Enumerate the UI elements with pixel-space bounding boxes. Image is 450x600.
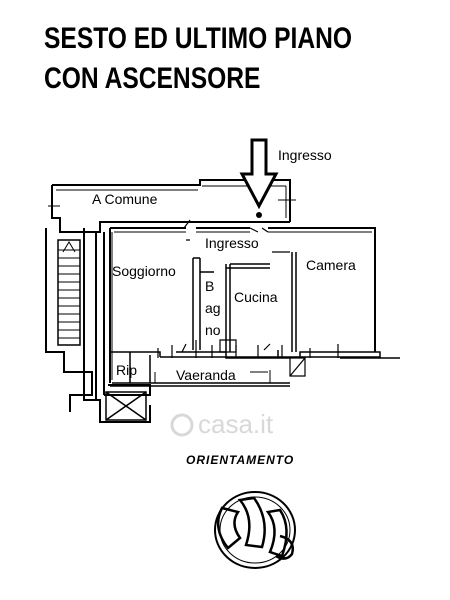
- bathroom-left-wall: [192, 257, 201, 350]
- label-bathroom-3: no: [205, 322, 221, 338]
- label-entrance-inner: Ingresso: [205, 235, 259, 251]
- title-line-1: SESTO ED ULTIMO PIANO: [44, 22, 352, 55]
- common-wall-top: [52, 179, 291, 222]
- elevator-top: [104, 384, 151, 396]
- stair-steps: [58, 241, 80, 339]
- common-wall-inner: [56, 185, 287, 218]
- apartment-outer-top-inner: [111, 231, 372, 380]
- label-storage: Rip: [116, 362, 137, 378]
- elevator-cross: [105, 391, 147, 421]
- stair-outline: [57, 239, 81, 346]
- veranda-outer-wall: [110, 382, 290, 387]
- label-veranda: Vaeranda: [176, 367, 236, 383]
- watermark-text: casa.it: [198, 409, 274, 439]
- veranda-details: [154, 370, 271, 383]
- label-living-room: Soggiorno: [112, 263, 176, 279]
- elevator-box: [105, 391, 147, 421]
- door-ticks: [157, 340, 339, 358]
- sink-detail: [219, 339, 237, 353]
- shaft-wall: [83, 228, 151, 423]
- common-wall-ticks: [48, 199, 296, 207]
- watermark-logo-icon: casa.it: [170, 409, 274, 439]
- label-common-area: A Comune: [92, 191, 158, 207]
- apartment-outer-top: [109, 227, 376, 383]
- kitchen-walls: [225, 263, 270, 352]
- orientation-label: ORIENTAMENTO: [186, 453, 294, 467]
- label-bathroom-2: ag: [205, 300, 221, 316]
- label-kitchen: Cucina: [234, 289, 278, 305]
- stair-outer-wall: [45, 228, 93, 412]
- label-bedroom: Camera: [306, 257, 356, 273]
- apartment-left-wall: [95, 232, 105, 400]
- storage-walls: [129, 352, 151, 383]
- orientation-compass-icon: [214, 491, 296, 569]
- entry-details: [183, 219, 290, 253]
- label-entrance-top: Ingresso: [278, 147, 332, 163]
- bedroom-left-wall: [291, 252, 297, 352]
- title-line-2: CON ASCENSORE: [44, 62, 261, 95]
- veranda-corner: [289, 357, 306, 377]
- entrance-arrow-icon: [239, 138, 279, 218]
- common-wall-left: [51, 185, 290, 233]
- lower-wall-line: [110, 351, 300, 359]
- label-bathroom-1: B: [205, 278, 214, 294]
